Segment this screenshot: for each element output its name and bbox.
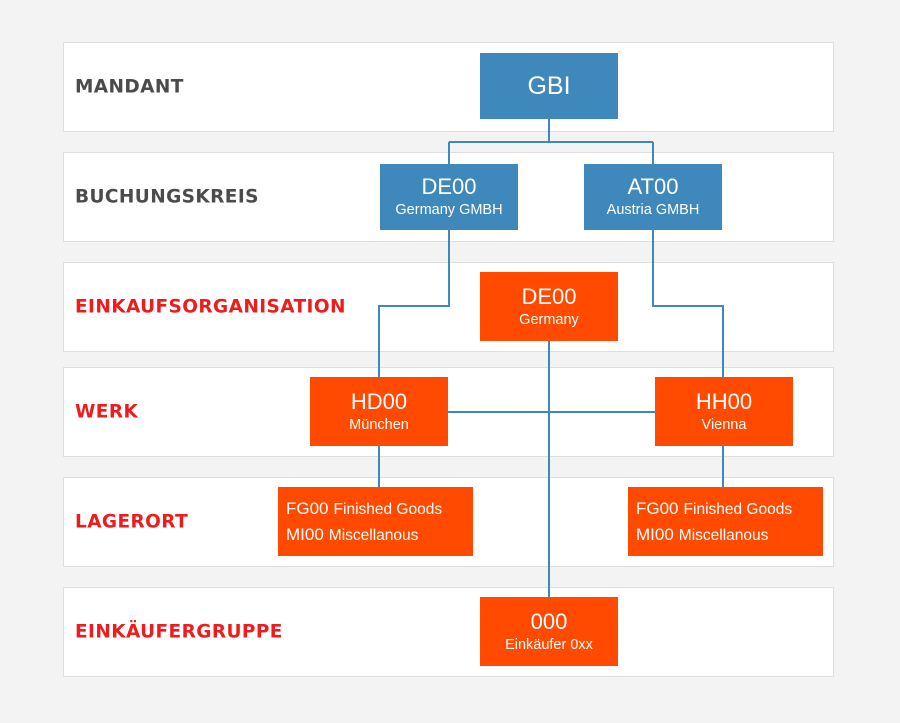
- node-hh00: HH00 Vienna: [655, 377, 793, 446]
- node-purchasing-group-000: 000 Einkäufer 0xx: [480, 597, 618, 666]
- level-band-einkaufsorganisation: EINKAUFSORGANISATION: [63, 262, 834, 352]
- node-de00-company-code: DE00: [421, 174, 477, 199]
- storage-right-item-code: MI00: [636, 524, 674, 544]
- node-de00-company-name: Germany GMBH: [395, 202, 503, 218]
- storage-right-item-name: Miscellanous: [678, 526, 769, 544]
- level-label-werk: WERK: [75, 401, 139, 423]
- level-label-einkaeufergruppe: EINKÄUFERGRUPPE: [75, 621, 283, 643]
- node-hd00-name: München: [349, 416, 409, 433]
- node-de00-purchasing-org: DE00 Germany: [480, 272, 618, 341]
- node-hd00-code: HD00: [350, 388, 408, 414]
- storage-left-item-code: FG00: [286, 498, 329, 518]
- level-label-einkaufsorganisation: EINKAUFSORGANISATION: [75, 296, 346, 318]
- node-purchasing-group-000-name: Einkäufer 0xx: [505, 636, 593, 653]
- node-at00-code: AT00: [627, 174, 679, 199]
- node-gbi-code: GBI: [527, 72, 571, 100]
- level-label-lagerort: LAGERORT: [75, 511, 189, 533]
- storage-right-item-code: FG00: [636, 498, 679, 518]
- storage-left-item-name: Miscellanous: [328, 526, 419, 544]
- node-gbi: GBI: [480, 53, 618, 119]
- storage-right-item-name: Finished Goods: [683, 500, 793, 518]
- node-de00-company: DE00 Germany GMBH: [380, 164, 518, 230]
- level-label-mandant: MANDANT: [75, 76, 184, 98]
- node-de00-purchasing-org-name: Germany: [519, 311, 579, 328]
- node-de00-purchasing-org-code: DE00: [521, 283, 577, 309]
- storage-left-item-name: Finished Goods: [333, 500, 443, 518]
- node-at00-name: Austria GMBH: [606, 202, 700, 218]
- storage-left-item-code: MI00: [286, 524, 324, 544]
- node-hd00: HD00 München: [310, 377, 448, 446]
- node-hh00-name: Vienna: [701, 416, 747, 433]
- level-label-buchungskreis: BUCHUNGSKREIS: [75, 186, 259, 208]
- level-band-mandant: MANDANT: [63, 42, 834, 132]
- node-hh00-code: HH00: [695, 388, 753, 414]
- level-band-einkaeufergruppe: EINKÄUFERGRUPPE: [63, 587, 834, 677]
- node-at00: AT00 Austria GMBH: [584, 164, 722, 230]
- node-purchasing-group-000-code: 000: [530, 608, 568, 634]
